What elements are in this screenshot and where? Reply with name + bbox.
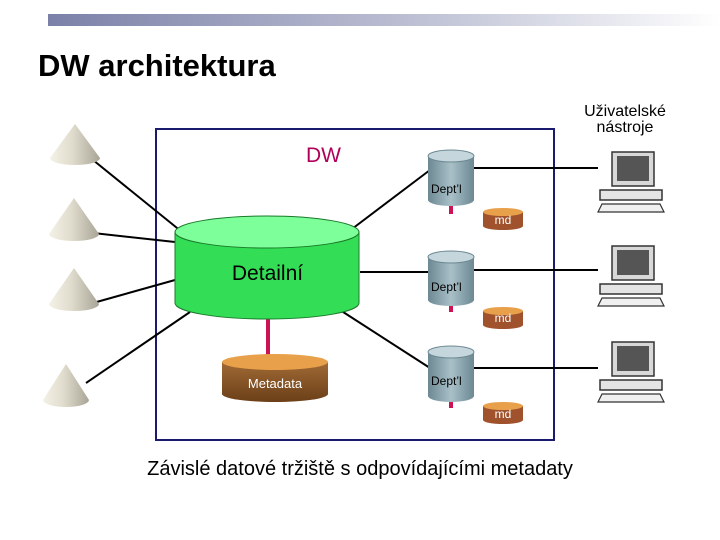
source-line-2 [92,232,176,243]
detail-database-cylinder [174,215,360,320]
mart-3-dept-label: Dept’l [431,374,462,388]
mart-cylinder-1 [427,149,475,206]
source-connectors [85,159,191,384]
mart-2-dept-label: Dept’l [431,280,462,294]
mart-1-md-label: md [494,213,512,227]
dw-label: DW [306,144,341,167]
mart-cylinder-2 [427,250,475,306]
mart-connectors [339,169,431,369]
source-cone-icon [49,268,99,311]
slide-title: DW architektura [38,48,276,83]
detail-to-mart-3 [339,309,431,369]
source-cones [43,124,100,407]
source-line-3 [92,279,176,304]
mart-1-dept-label: Dept’l [431,182,462,196]
detail-label: Detailní [231,262,304,285]
source-cone-icon [43,364,89,407]
tool-connectors [472,167,598,369]
source-line-4 [85,311,191,384]
computer-icon [597,341,665,403]
mart-cylinder-3 [427,345,475,402]
md-cylinder-3 [483,402,523,424]
source-line-1 [92,159,183,233]
metadata-label: Metadata [247,376,303,391]
user-tools-label: Uživatelské nástroje [584,103,666,136]
diagram-caption: Závislé datové tržiště s odpovídajícími … [147,458,573,480]
md-cylinder-2 [483,307,523,329]
metadata-cylinder [222,354,328,402]
source-cone-icon [50,124,100,165]
source-cone-icon [49,198,99,241]
computer-icon [597,151,665,213]
detail-to-mart-1 [347,169,431,233]
mart-3-md-label: md [494,407,512,421]
title-accent-bar [48,14,720,26]
mart-2-md-label: md [494,311,512,325]
computer-icon [597,245,665,307]
md-cylinder-1 [483,208,523,230]
